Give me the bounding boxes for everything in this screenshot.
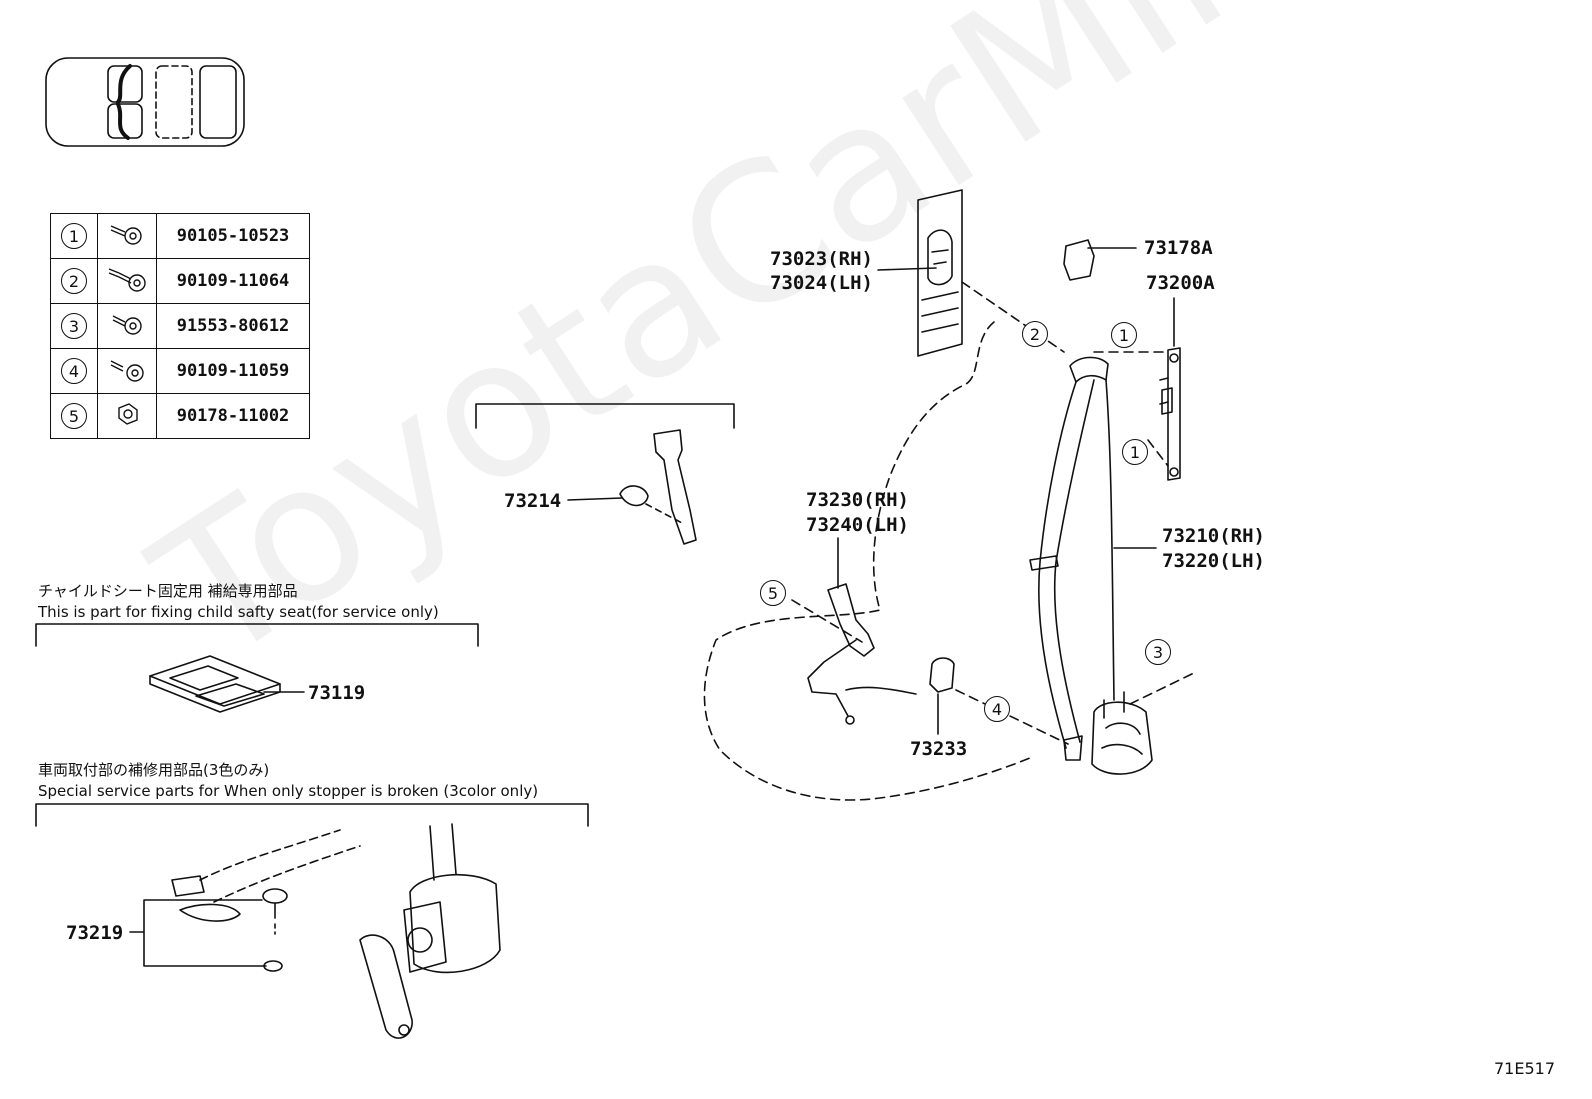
label-73200a: 73200A <box>1146 272 1215 294</box>
buckle-drawing <box>807 583 917 725</box>
bracket-stopper-section <box>35 803 589 827</box>
cover-drawing <box>1063 239 1095 281</box>
label-73230: 73230(RH) <box>806 489 909 511</box>
shoulder-bolt-icon <box>108 268 146 292</box>
bracket-tongue-section <box>475 403 735 429</box>
label-73119: 73119 <box>308 682 366 704</box>
note-child-seat-jp: チャイルドシート固定用 補給専用部品 <box>38 582 298 600</box>
fastener-table: 1 90105-10523 2 90109-11064 3 91553-8061… <box>50 213 310 439</box>
table-row: 1 90105-10523 <box>50 213 310 259</box>
pillar-garnish-drawing <box>917 189 963 357</box>
ref-number: 3 <box>61 313 87 339</box>
callout-4: 4 <box>984 696 1010 722</box>
callout-5: 5 <box>760 580 786 606</box>
seat-outline-dashed <box>703 321 1031 801</box>
flange-bolt-icon <box>112 315 142 335</box>
nut-icon <box>118 403 138 425</box>
flange-bolt-icon <box>110 225 142 245</box>
ref-number: 4 <box>61 358 87 384</box>
table-row: 2 90109-11064 <box>50 258 310 304</box>
ref-number: 1 <box>61 223 87 249</box>
table-row: 3 91553-80612 <box>50 303 310 349</box>
callout-1-upper: 1 <box>1111 322 1137 348</box>
part-number: 91553-80612 <box>156 303 310 349</box>
table-row: 4 90109-11059 <box>50 348 310 394</box>
stopper-assembly-drawing <box>171 823 501 1039</box>
label-73023: 73023(RH) <box>770 248 873 270</box>
seat-layout-icon <box>45 57 245 147</box>
callout-2: 2 <box>1022 321 1048 347</box>
callout-1-lower: 1 <box>1122 439 1148 465</box>
leader-lines <box>129 247 1175 967</box>
callout-3: 3 <box>1145 639 1171 665</box>
note-child-seat-en: This is part for fixing child safty seat… <box>38 603 439 621</box>
child-seat-fixing-drawing <box>149 655 281 713</box>
tongue-drawing <box>619 429 697 545</box>
label-73210: 73210(RH) <box>1162 525 1265 547</box>
note-stopper-jp: 車両取付部の補修用部品(3色のみ) <box>38 761 270 779</box>
figure-code: 71E517 <box>1494 1059 1556 1078</box>
part-number: 90178-11002 <box>156 393 310 439</box>
label-73233: 73233 <box>910 738 968 760</box>
note-stopper-en: Special service parts for When only stop… <box>38 782 539 800</box>
bracket-child-seat-section <box>35 623 479 647</box>
ref-number: 2 <box>61 268 87 294</box>
part-number: 90105-10523 <box>156 213 310 259</box>
label-73219: 73219 <box>66 922 124 944</box>
label-73024: 73024(LH) <box>770 272 873 294</box>
part-number: 90109-11059 <box>156 348 310 394</box>
table-row: 5 90178-11002 <box>50 393 310 439</box>
ref-number: 5 <box>61 403 87 429</box>
label-73240: 73240(LH) <box>806 514 909 536</box>
adjuster-rail-drawing <box>1159 347 1181 481</box>
label-73178a: 73178A <box>1144 237 1213 259</box>
anchor-cover-drawing <box>929 657 955 693</box>
shoulder-bolt-icon <box>110 360 144 382</box>
part-number: 90109-11064 <box>156 258 310 304</box>
retractor-belt-drawing <box>1029 356 1153 775</box>
label-73214: 73214 <box>504 490 562 512</box>
label-73220: 73220(LH) <box>1162 550 1265 572</box>
